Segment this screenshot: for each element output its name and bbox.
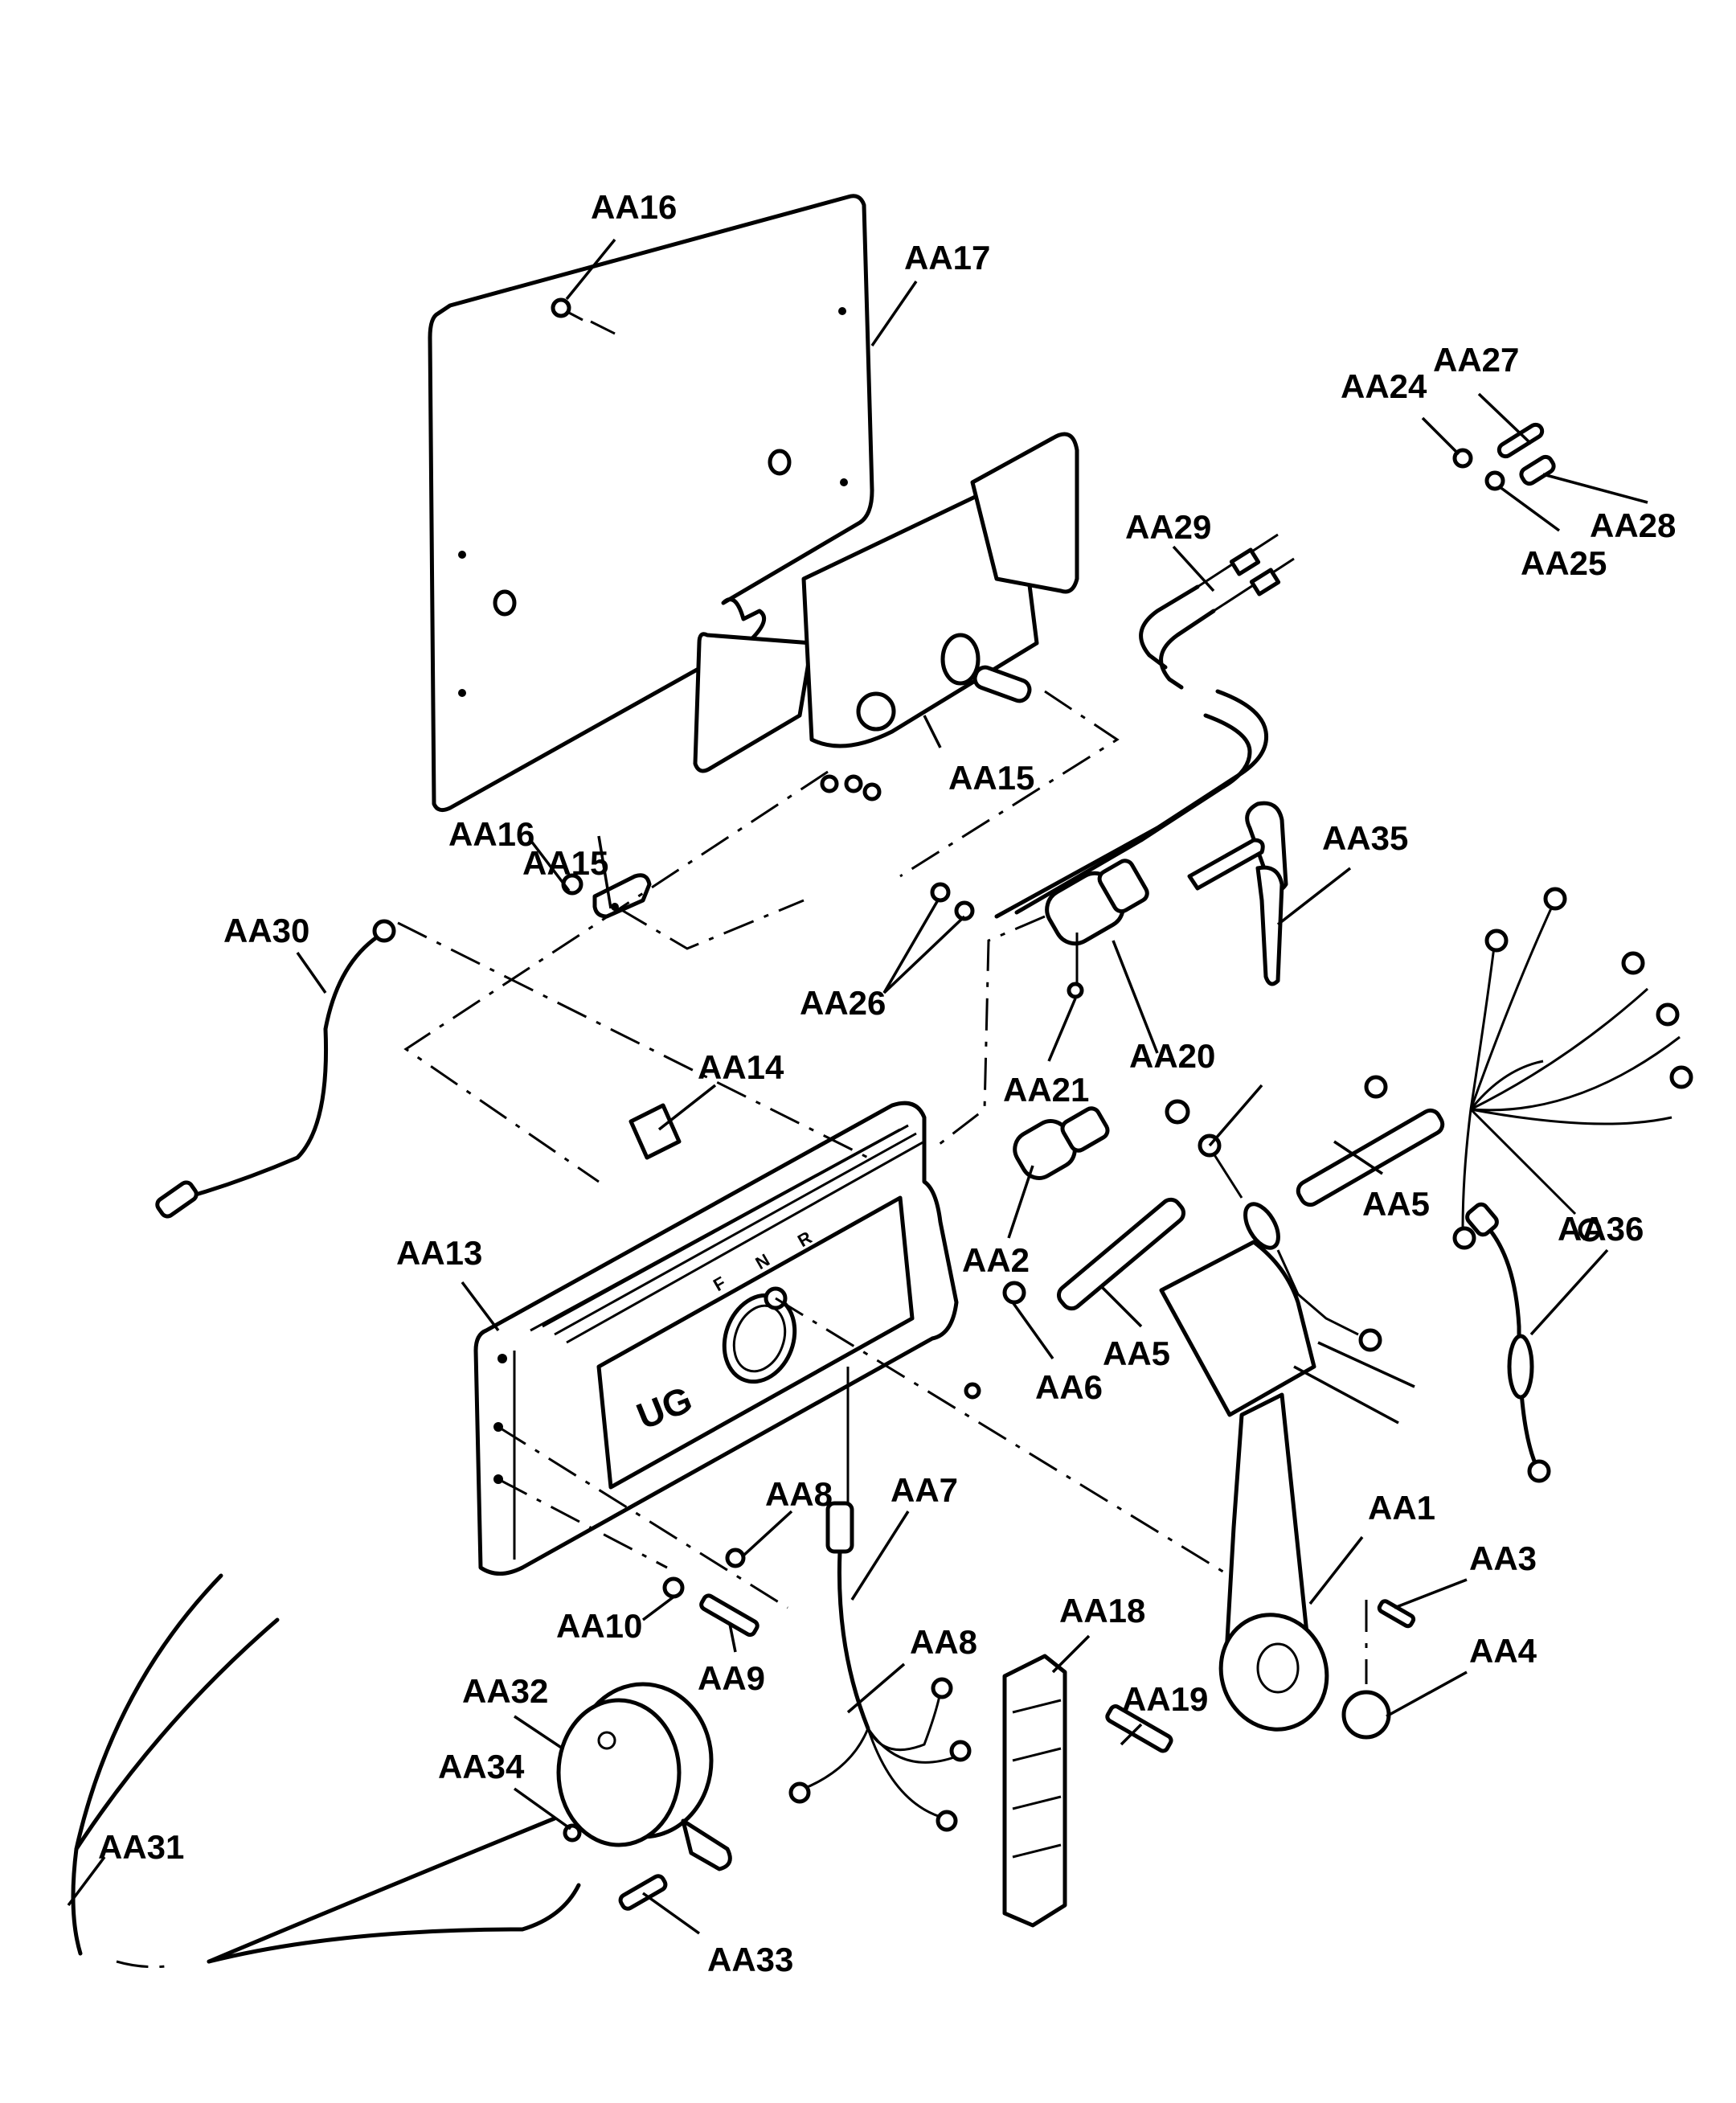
label-aa11: AA10	[556, 1607, 642, 1645]
fuse-holder-lead	[1465, 1202, 1551, 1483]
label-aa21: AA20	[1129, 1037, 1215, 1075]
lead-wire	[155, 919, 396, 1219]
label-aa17: AA16	[591, 188, 677, 226]
control-box-housing: F N R UG	[473, 1101, 959, 1576]
cable-end-pin	[1496, 422, 1545, 459]
lead-wires	[71, 1573, 581, 1969]
label-aa20: AA19	[1122, 1680, 1208, 1718]
label-aa12: AA13	[396, 1234, 482, 1272]
handle-screw	[1377, 1599, 1416, 1629]
leader-lines	[67, 238, 1648, 1935]
screw-icon	[551, 297, 583, 322]
label-aa14: AA15	[948, 759, 1034, 797]
nut-icon	[1484, 470, 1505, 491]
label-aa28: AA31	[98, 1828, 184, 1866]
label-aa27: AA30	[223, 912, 309, 949]
label-aa24: AA27	[1433, 341, 1519, 379]
screw-icon	[725, 1548, 746, 1568]
wire-harness-sleeve	[1296, 887, 1693, 1250]
back-cover-plate	[428, 194, 874, 813]
label-aa18: AA17	[904, 239, 990, 277]
safety-lanyard	[1165, 1099, 1382, 1352]
label-aa33: AA36	[1558, 1210, 1644, 1248]
label-aa22: AA21	[1003, 1071, 1089, 1109]
label-aa9: AA8	[765, 1475, 833, 1513]
control-handle	[1159, 1240, 1329, 1732]
nut-icon	[954, 900, 975, 921]
cable-retainer	[592, 873, 652, 919]
label-aa16: AA16	[448, 815, 534, 853]
ignition-switch	[1045, 859, 1149, 985]
label-aa30: AA33	[707, 1941, 793, 1978]
label-aa1: AA1	[1368, 1489, 1435, 1527]
label-aa31: AA34	[438, 1748, 525, 1785]
neutral-safety-switch	[1013, 1106, 1110, 1180]
terminal-block	[1002, 1654, 1067, 1928]
label-aa23-upper: AA24	[1341, 367, 1427, 405]
label-aa26: AA29	[1125, 508, 1211, 546]
label-aa5-sleeve: AA5	[1103, 1334, 1170, 1372]
label-aa23-lower: AA25	[1521, 544, 1607, 582]
label-aa6: AA6	[1035, 1368, 1103, 1406]
label-aa2: AA2	[962, 1241, 1030, 1279]
cable-end-connector	[1519, 454, 1556, 486]
control-cables	[994, 533, 1295, 919]
label-aa3: AA3	[1469, 1539, 1537, 1577]
warning-horn	[556, 1682, 732, 1871]
sleeve	[1056, 1197, 1186, 1311]
switch-screw-icon	[1067, 982, 1084, 999]
clip	[628, 1103, 682, 1160]
washer-icon	[662, 1576, 685, 1599]
label-aa23-box: AA26	[800, 984, 886, 1022]
terminal-nut-icon	[563, 1823, 582, 1843]
label-aa13: AA14	[698, 1048, 784, 1086]
mounting-screw	[699, 1593, 760, 1638]
wire-harness	[788, 1501, 972, 1832]
label-aa8: AA8	[910, 1623, 977, 1661]
nut-icon	[964, 1382, 981, 1400]
label-aa5-harness: AA5	[1362, 1185, 1430, 1223]
label-aa32: AA35	[1322, 819, 1408, 857]
nut-icon	[1002, 1281, 1026, 1305]
nut-icon	[930, 882, 951, 903]
ignition-keys	[1187, 801, 1288, 986]
label-aa4: AA4	[1469, 1632, 1537, 1670]
label-aa19: AA18	[1059, 1592, 1145, 1630]
label-aa7: AA7	[891, 1471, 958, 1509]
label-aa25: AA28	[1590, 506, 1676, 544]
handle-cap	[1341, 1690, 1391, 1740]
label-aa15: AA15	[522, 844, 608, 882]
label-aa10: AA9	[698, 1659, 765, 1697]
shift-mechanism	[693, 432, 1079, 801]
horn-screw	[618, 1874, 668, 1911]
label-aa29: AA32	[462, 1672, 548, 1710]
terminal-block-screw	[1105, 1704, 1173, 1753]
